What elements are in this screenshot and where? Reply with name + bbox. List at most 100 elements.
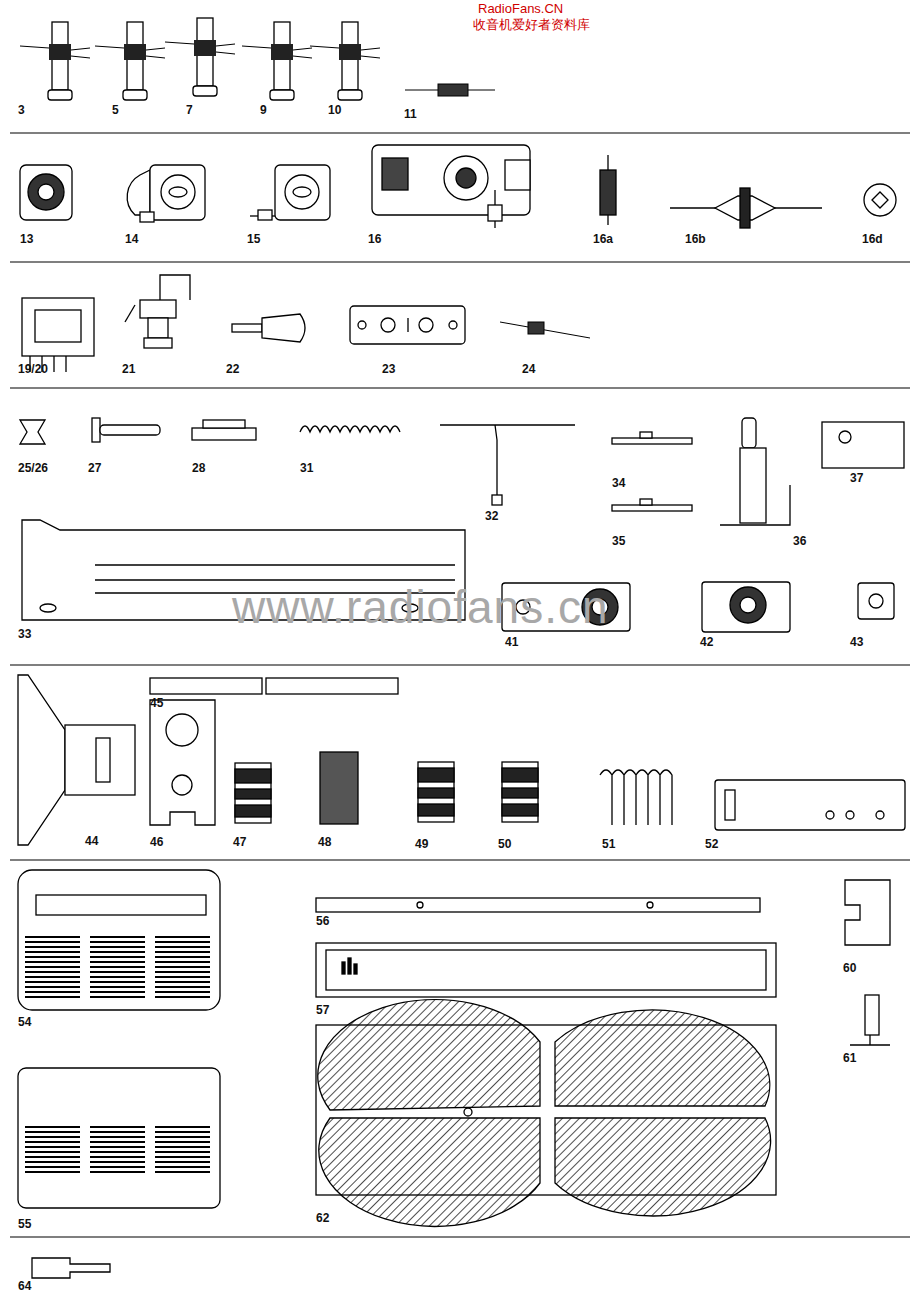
potentiometers (275, 165, 330, 220)
callout-number: 16a (593, 233, 613, 246)
callout-number: 13 (20, 233, 33, 246)
mechanical-parts (20, 420, 45, 444)
callout-number: 45 (150, 697, 163, 710)
small-part (500, 322, 590, 338)
mechanical-parts (300, 426, 400, 432)
cabinet-parts (90, 935, 145, 1000)
callout-number: 55 (18, 1218, 31, 1231)
callout-number: 7 (186, 104, 193, 117)
callout-number: 27 (88, 462, 101, 475)
callout-number: 37 (850, 472, 863, 485)
coil-component (405, 84, 495, 96)
mount-plate (350, 306, 465, 344)
cabinet-parts (647, 902, 653, 908)
mount-plate (381, 318, 395, 332)
callout-number: 34 (612, 477, 625, 490)
callout-number: 47 (233, 836, 246, 849)
bars-and-coils (502, 762, 538, 822)
bars-and-coils (600, 770, 672, 825)
callout-number: 44 (85, 835, 98, 848)
callout-number: 10 (328, 104, 341, 117)
tuning-assembly (505, 160, 530, 190)
callout-number: 9 (260, 104, 267, 117)
jack-plug (232, 314, 305, 342)
callout-number: 16b (685, 233, 706, 246)
coil-component (438, 84, 468, 96)
transformer (22, 298, 94, 356)
cabinet-parts (417, 902, 423, 908)
transformer (22, 298, 94, 372)
callout-number: 41 (505, 636, 518, 649)
small-coils (872, 192, 888, 208)
bars-and-coils (320, 752, 358, 824)
cabinet-parts (18, 870, 220, 1010)
callout-number: 11 (404, 108, 417, 121)
callout-number: 16 (368, 233, 381, 246)
cabinet-parts (348, 958, 351, 974)
mount-plate (358, 321, 366, 329)
cabinet-parts (25, 1125, 80, 1173)
small-part (528, 322, 544, 334)
jack-plug (232, 324, 262, 332)
transformer (53, 356, 54, 372)
tuning-assembly (488, 205, 502, 221)
cabinet-parts (25, 935, 80, 1000)
callout-number: 61 (843, 1052, 856, 1065)
dial-scale (95, 579, 455, 580)
cabinet-parts (865, 995, 879, 1035)
callout-number: 19/20 (18, 363, 48, 376)
transformer (65, 356, 66, 372)
callout-number: 24 (522, 363, 535, 376)
callout-number: 60 (843, 962, 856, 975)
mount-plate (407, 318, 408, 332)
mechanical-parts (640, 432, 652, 438)
callout-number: 42 (700, 636, 713, 649)
switch (125, 275, 190, 348)
potentiometers (150, 165, 205, 220)
coil-plates (740, 597, 756, 613)
cabinet-parts (155, 1125, 210, 1173)
cabinet-parts (18, 1068, 220, 1208)
coil-plates (730, 587, 766, 623)
potentiometers (127, 170, 150, 215)
potentiometers (285, 175, 319, 209)
mechanical-parts (640, 499, 652, 505)
potentiometers (28, 174, 64, 210)
callout-number: 62 (316, 1212, 329, 1225)
cabinet-parts (155, 935, 210, 1000)
coil-plates (858, 583, 894, 619)
bars-and-coils (715, 780, 905, 830)
divider-lines (10, 133, 910, 1237)
cabinet-parts (90, 1125, 145, 1173)
callout-number: 48 (318, 836, 331, 849)
cabinet-parts (464, 1108, 472, 1116)
watermark: RadioFans.CN (478, 2, 563, 16)
mount-plate (419, 318, 433, 332)
speaker (18, 675, 135, 845)
tuning-assembly (444, 156, 488, 200)
mechanical-parts (203, 420, 245, 428)
cabinet-parts (354, 964, 357, 974)
potentiometers (161, 175, 195, 209)
mechanical-parts (440, 425, 575, 495)
bars-and-coils (266, 678, 398, 694)
switch (140, 300, 176, 318)
jack-plug (262, 314, 305, 342)
callout-number: 50 (498, 838, 511, 851)
cabinet-parts (318, 1000, 540, 1110)
callout-number: 57 (316, 1004, 329, 1017)
small-part (500, 322, 590, 338)
potentiometers (20, 165, 72, 220)
callout-number: 23 (382, 363, 395, 376)
tuning-assembly (372, 145, 530, 215)
tuning-assembly (372, 145, 530, 228)
bars-and-coils (150, 678, 905, 830)
coil-forms (242, 22, 312, 100)
cabinet-parts (326, 950, 766, 990)
mount-plate (350, 306, 465, 344)
cabinet-parts (319, 1118, 540, 1226)
cabinet-parts (316, 943, 776, 997)
callout-number: 64 (18, 1280, 31, 1293)
divider-lines (10, 387, 910, 388)
callout-number: 36 (793, 535, 806, 548)
